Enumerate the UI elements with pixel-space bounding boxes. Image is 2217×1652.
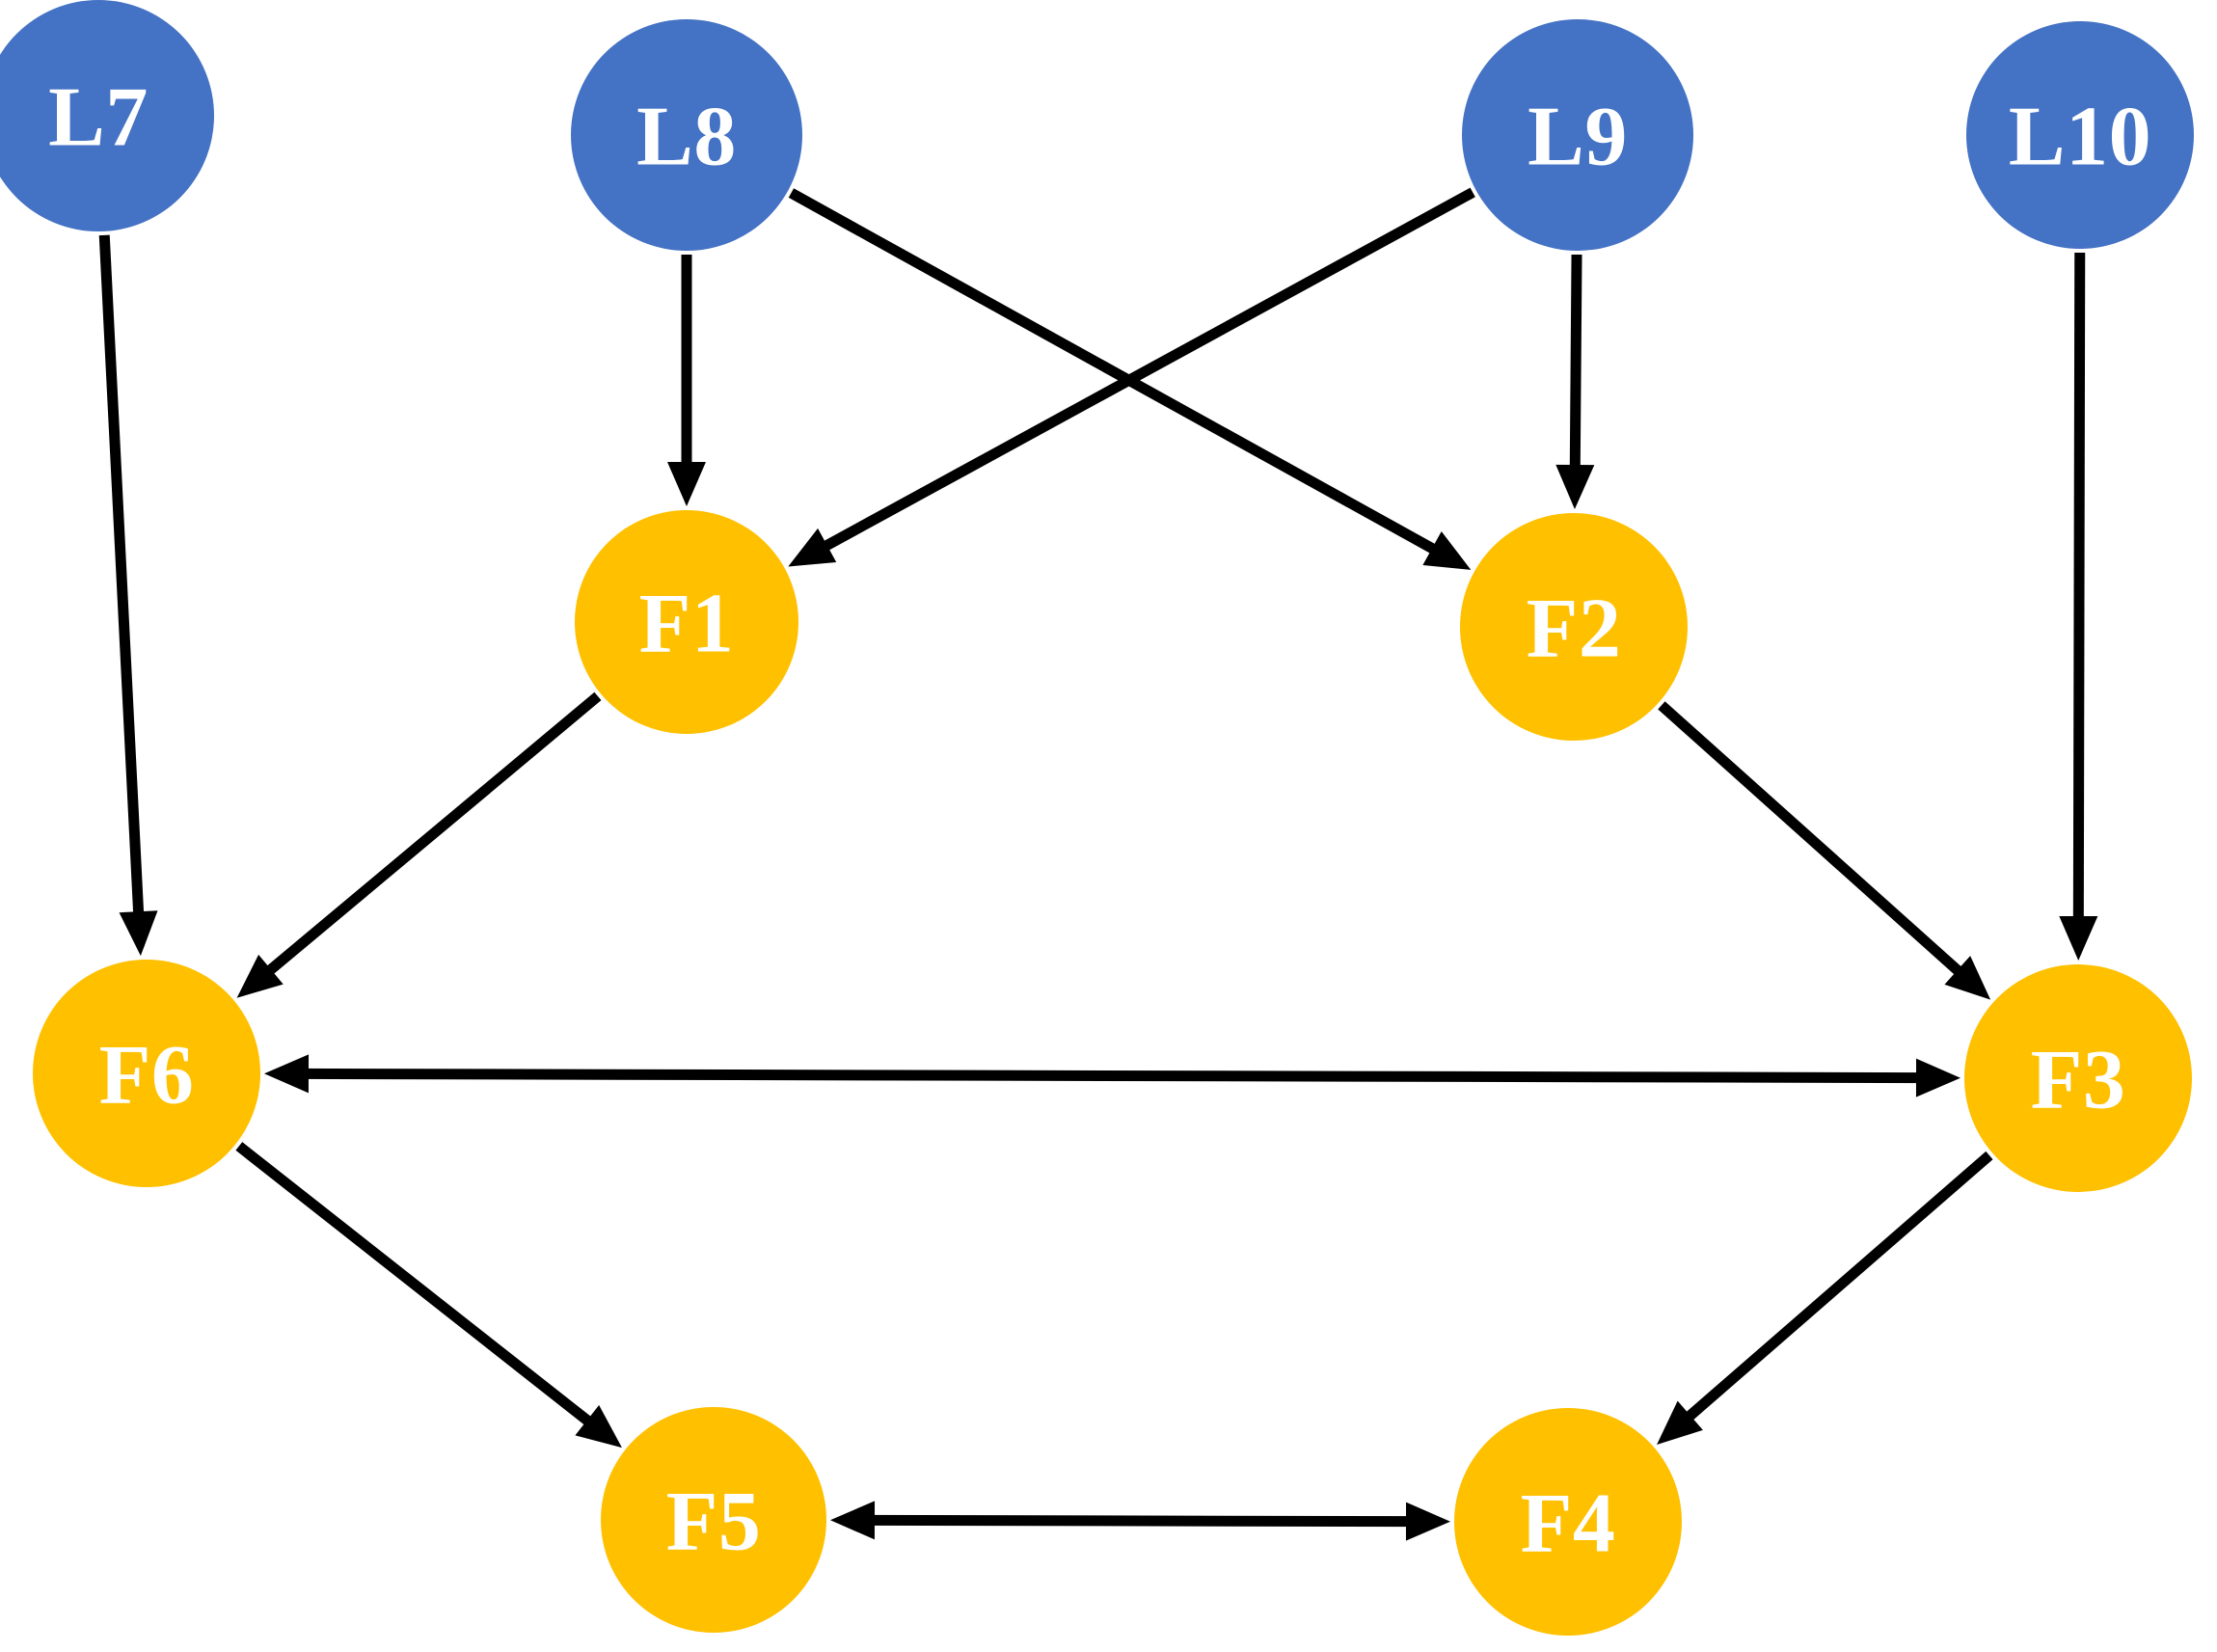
edge-l7-to-f6 <box>98 234 158 957</box>
edge-shaft <box>788 188 1443 557</box>
arrowhead-to-f4 <box>1657 1400 1703 1445</box>
follower-node-circle[interactable] <box>1454 1408 1682 1636</box>
edge-l9-to-f1 <box>788 187 1475 567</box>
edge-f3-to-f4 <box>1657 1151 1993 1445</box>
node-l8[interactable]: L8 <box>571 19 802 251</box>
edge-l9-to-f2 <box>1555 254 1595 510</box>
edge-f5-to-f4 <box>829 1501 1451 1541</box>
node-label-l9: L9 <box>1528 91 1628 184</box>
edge-shaft <box>816 187 1475 555</box>
arrowhead-to-f6 <box>236 954 284 998</box>
follower-node-circle[interactable] <box>601 1407 826 1633</box>
node-f5[interactable]: F5 <box>601 1407 826 1633</box>
follower-node-circle[interactable] <box>575 510 798 734</box>
node-f2[interactable]: F2 <box>1460 513 1688 741</box>
node-f3[interactable]: F3 <box>1964 964 2192 1192</box>
edge-shaft <box>1680 1151 1993 1425</box>
edge-shaft <box>2072 252 2086 926</box>
node-label-f1: F1 <box>639 578 735 671</box>
edge-f6-to-f5 <box>235 1142 622 1449</box>
leader-node-circle[interactable] <box>1966 21 2194 249</box>
node-f4[interactable]: F4 <box>1454 1408 1682 1636</box>
arrowhead-to-f1 <box>788 528 837 567</box>
node-f1[interactable]: F1 <box>575 510 798 734</box>
edge-f6-to-f3 <box>263 1054 1961 1097</box>
arrowhead-to-f4 <box>1405 1502 1451 1541</box>
arrowhead-to-f5 <box>575 1404 622 1449</box>
edge-l8-to-f2 <box>788 188 1472 570</box>
edge-shaft <box>865 1514 1416 1528</box>
arrowhead-to-f6 <box>263 1054 310 1094</box>
arrowhead-to-f2 <box>1555 464 1595 510</box>
node-label-l8: L8 <box>636 91 737 184</box>
node-l10[interactable]: L10 <box>1966 21 2194 249</box>
arrowhead-to-f1 <box>667 462 706 506</box>
arrowhead-to-f6 <box>119 910 158 957</box>
node-l7[interactable]: L7 <box>0 0 214 231</box>
edge-shaft <box>98 234 145 921</box>
edge-f2-to-f3 <box>1658 701 1991 1000</box>
edge-f1-to-f6 <box>236 691 602 998</box>
node-label-f6: F6 <box>99 1029 195 1123</box>
edge-shaft <box>1569 254 1582 474</box>
node-label-f4: F4 <box>1521 1477 1616 1571</box>
node-label-f5: F5 <box>666 1476 762 1569</box>
node-l9[interactable]: L9 <box>1462 19 1693 251</box>
arrowhead-to-f3 <box>1915 1058 1961 1097</box>
follower-node-circle[interactable] <box>1964 964 2192 1192</box>
edge-shaft <box>260 691 602 980</box>
leader-node-circle[interactable] <box>1462 19 1693 251</box>
node-label-f2: F2 <box>1527 582 1622 676</box>
edge-shaft <box>235 1142 598 1430</box>
follower-node-circle[interactable] <box>1460 513 1688 741</box>
arrowhead-to-f5 <box>829 1501 876 1540</box>
arrowhead-to-f2 <box>1422 531 1472 570</box>
edge-l8-to-f1 <box>667 255 706 506</box>
arrowhead-to-f3 <box>2059 915 2098 961</box>
arrowhead-to-f3 <box>1944 956 1991 1000</box>
leader-node-circle[interactable] <box>571 19 802 251</box>
edge-shaft <box>299 1068 1926 1084</box>
leader-node-circle[interactable] <box>0 0 214 231</box>
node-label-l7: L7 <box>48 71 149 165</box>
edge-shaft <box>1658 701 1968 981</box>
follower-node-circle[interactable] <box>33 960 260 1187</box>
node-f6[interactable]: F6 <box>33 960 260 1187</box>
node-label-l10: L10 <box>2009 91 2151 184</box>
edges-layer <box>98 187 2098 1541</box>
edge-l10-to-f3 <box>2059 252 2098 961</box>
node-label-f3: F3 <box>2031 1034 2126 1127</box>
